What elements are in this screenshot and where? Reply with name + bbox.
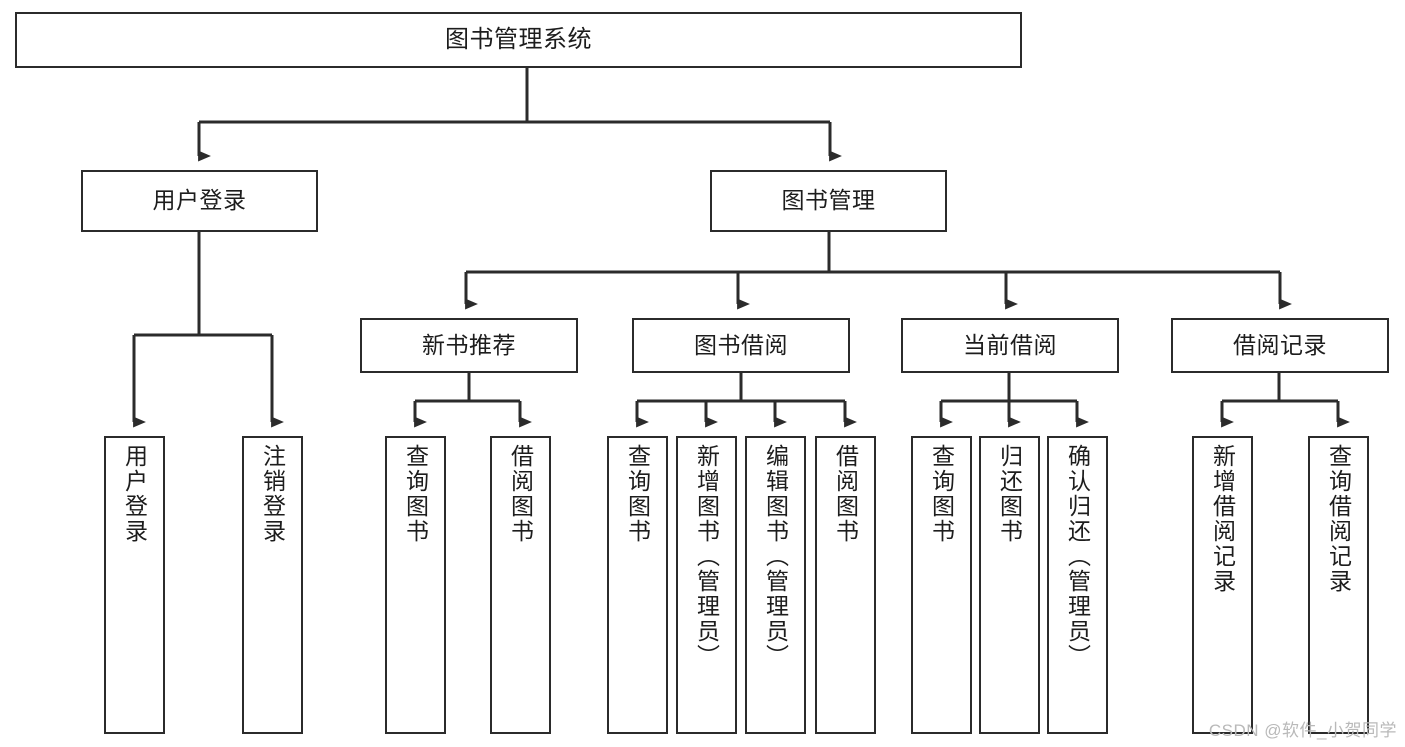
node-label: 归还图书 [996,444,1023,544]
node-label: 图书借阅 [694,331,788,358]
node-label: 查询图书 [624,444,651,544]
leaf-edit-book-admin[interactable]: 编辑图书（管理员） [745,436,806,734]
node-label: 新书推荐 [422,331,516,358]
node-book-borrow[interactable]: 图书借阅 [632,318,850,373]
leaf-add-borrow-record[interactable]: 新增借阅记录 [1192,436,1253,734]
leaf-borrow-book-recommend[interactable]: 借阅图书 [490,436,551,734]
node-new-book-recommend[interactable]: 新书推荐 [360,318,578,373]
node-current-borrow[interactable]: 当前借阅 [901,318,1119,373]
node-label: 确认归还（管理员） [1064,444,1091,669]
node-label: 新增借阅记录 [1209,444,1236,594]
leaf-query-book-borrow[interactable]: 查询图书 [607,436,668,734]
leaf-return-book[interactable]: 归还图书 [979,436,1040,734]
node-label: 用户登录 [152,187,247,214]
node-book-management[interactable]: 图书管理 [710,170,947,232]
leaf-add-book-admin[interactable]: 新增图书（管理员） [676,436,737,734]
leaf-user-login[interactable]: 用户登录 [104,436,165,734]
node-label: 图书管理系统 [445,25,592,53]
leaf-query-book-current[interactable]: 查询图书 [911,436,972,734]
node-label: 借阅图书 [507,444,534,544]
node-label: 当前借阅 [963,331,1057,358]
node-label: 借阅图书 [832,444,859,544]
node-user-login[interactable]: 用户登录 [81,170,318,232]
watermark-text: CSDN @软件_小贺同学 [1208,721,1397,740]
node-label: 借阅记录 [1233,331,1327,358]
node-label: 查询借阅记录 [1325,444,1352,594]
node-label: 查询图书 [928,444,955,544]
node-label: 编辑图书（管理员） [762,444,789,669]
node-label: 新增图书（管理员） [693,444,720,669]
node-label: 用户登录 [121,444,148,544]
node-label: 注销登录 [259,444,286,544]
node-label: 查询图书 [402,444,429,544]
leaf-query-book-recommend[interactable]: 查询图书 [385,436,446,734]
node-label: 图书管理 [781,187,876,214]
node-root-system[interactable]: 图书管理系统 [15,12,1022,68]
leaf-borrow-book[interactable]: 借阅图书 [815,436,876,734]
node-borrow-record[interactable]: 借阅记录 [1171,318,1389,373]
leaf-logout[interactable]: 注销登录 [242,436,303,734]
leaf-confirm-return-admin[interactable]: 确认归还（管理员） [1047,436,1108,734]
leaf-query-borrow-record[interactable]: 查询借阅记录 [1308,436,1369,734]
